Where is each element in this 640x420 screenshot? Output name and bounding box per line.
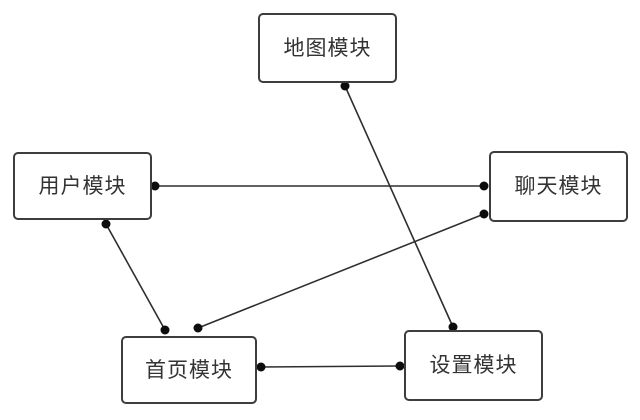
edge-map-module-to-settings-module — [344, 85, 454, 328]
connection-dot — [101, 219, 111, 229]
connection-dot — [193, 323, 203, 333]
connection-dot — [256, 362, 266, 372]
node-settings-module[interactable]: 设置模块 — [404, 330, 543, 401]
edge-chat-module-to-home-module — [197, 213, 485, 329]
connection-dot — [479, 181, 489, 191]
node-label: 首页模块 — [145, 357, 233, 382]
edge-home-module-to-settings-module — [260, 365, 401, 368]
connection-dot — [448, 322, 458, 332]
connection-dot — [150, 181, 160, 191]
node-label: 用户模块 — [38, 173, 127, 198]
node-chat-module[interactable]: 聊天模块 — [489, 151, 628, 222]
edge-user-module-to-home-module — [105, 223, 166, 331]
connection-dot — [160, 325, 170, 335]
node-map-module[interactable]: 地图模块 — [258, 13, 397, 83]
node-label: 聊天模块 — [514, 174, 603, 198]
node-user-module[interactable]: 用户模块 — [13, 152, 152, 220]
connection-dot — [479, 209, 489, 219]
connection-dot — [340, 81, 350, 91]
connection-dot — [395, 361, 405, 371]
node-label: 地图模块 — [283, 35, 372, 60]
node-label: 设置模块 — [429, 353, 518, 377]
node-home-module[interactable]: 首页模块 — [121, 336, 257, 404]
